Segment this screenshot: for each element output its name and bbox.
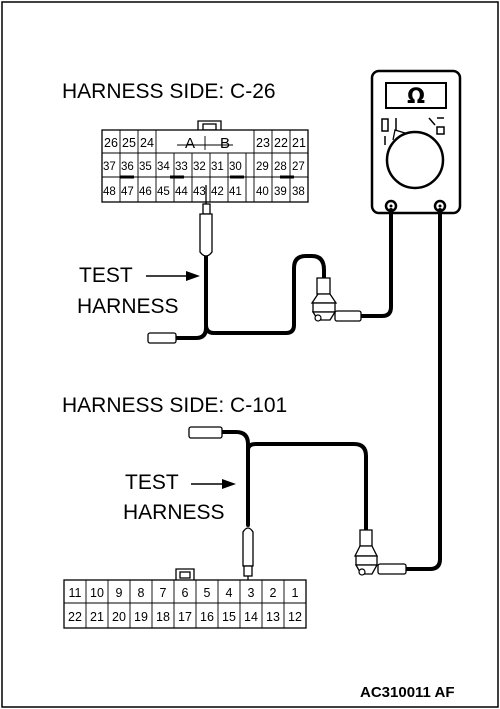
c101-pin: 7	[160, 586, 167, 600]
test-harness-2-wire	[220, 430, 250, 527]
c26-pin: 47	[121, 186, 134, 198]
multimeter-display	[385, 82, 447, 109]
c101-pin: 15	[222, 610, 236, 624]
c101-pin: 10	[90, 586, 104, 600]
test-harness-2-terminal	[188, 426, 223, 439]
multimeter: Ω	[370, 69, 462, 215]
figure-code: AC310011 AF	[360, 684, 455, 701]
c26-pin: 38	[292, 186, 305, 198]
c101-pin: 13	[266, 610, 280, 624]
c26-pin: 41	[229, 186, 242, 198]
c26-pin: 32	[193, 161, 206, 173]
c26-pin: 42	[211, 186, 224, 198]
meter-lead-com	[358, 208, 393, 318]
c101-pin: 14	[244, 610, 258, 624]
c101-pin: 2	[270, 586, 277, 600]
c101-pin: 8	[138, 586, 145, 600]
test-harness-1-probe	[199, 185, 213, 257]
c26-pin: 24	[140, 136, 154, 150]
c26-pin: 30	[229, 161, 242, 173]
c101-pin: 20	[112, 610, 126, 624]
alligator-clip-2	[353, 529, 407, 576]
c101-pin: 16	[200, 610, 214, 624]
test-harness-2-label-line2: HARNESS	[123, 501, 225, 524]
c26-pin: 36	[121, 161, 134, 173]
c26-pin: 35	[139, 161, 152, 173]
c26-pin: 39	[274, 186, 287, 198]
c26-pin: 44	[175, 186, 188, 198]
harness-side-c26-label: HARNESS SIDE: C-26	[62, 80, 276, 103]
c26-pin: 48	[103, 186, 116, 198]
c26-pin: 29	[256, 161, 269, 173]
c26-pin: 37	[103, 161, 116, 173]
test-harness-2-label-line1: TEST	[125, 471, 179, 494]
meter-lead-ohm	[403, 208, 442, 571]
test-harness-2-arrow	[191, 479, 236, 489]
c101-pin: 18	[156, 610, 170, 624]
c101-pin: 22	[68, 610, 82, 624]
c101-pin: 11	[69, 586, 82, 600]
c101-pin: 21	[90, 610, 104, 624]
c26-key-a: A	[185, 135, 195, 152]
ohm-symbol: Ω	[407, 84, 425, 108]
c26-pin: 45	[157, 186, 170, 198]
test-harness-1-label-line2: HARNESS	[77, 295, 179, 318]
c26-pin: 40	[256, 186, 269, 198]
connector-c101-body	[63, 579, 307, 629]
c101-pin: 4	[226, 586, 233, 600]
test-harness-1-wire	[204, 254, 326, 335]
c26-pin: 46	[139, 186, 152, 198]
c26-pin: 43	[193, 186, 206, 198]
c26-pin: 31	[211, 161, 224, 173]
c26-pin: 34	[157, 161, 170, 173]
test-harness-2-probe	[242, 527, 254, 590]
wires	[175, 208, 442, 571]
connector-c26: A B 26 25 24 23 22 21 37 36 35 34 33 32 …	[101, 120, 309, 203]
test-harness-1-terminal	[147, 332, 177, 344]
c26-pin: 25	[122, 136, 136, 150]
c101-pin: 19	[134, 610, 148, 624]
connector-c101: 11 10 9 8 7 6 5 4 3 2 1 22 21 20 19 18 1…	[63, 568, 307, 629]
c26-pin: 23	[256, 136, 270, 150]
c26-pin: 28	[274, 161, 287, 173]
c101-pin: 5	[204, 586, 211, 600]
c26-pin: 21	[292, 136, 306, 150]
c101-pin: 9	[116, 586, 123, 600]
c26-pin: 33	[175, 161, 188, 173]
c101-pin: 17	[178, 610, 192, 624]
multimeter-range-marks	[381, 117, 445, 145]
alligator-clip-1	[310, 277, 362, 322]
c26-pin: 27	[292, 161, 305, 173]
harness-side-c101-label: HARNESS SIDE: C-101	[62, 394, 287, 417]
c101-pin: 6	[182, 586, 189, 600]
c101-pin: 3	[248, 586, 255, 600]
test-harness-1-branch	[175, 326, 208, 340]
c26-pin: 26	[104, 136, 118, 150]
c26-pin: 22	[274, 136, 288, 150]
test-harness-1-label-line1: TEST	[79, 264, 133, 287]
test-harness-1-arrow	[146, 271, 200, 281]
test-harness-2-branch	[246, 442, 368, 534]
selector-dial	[385, 130, 445, 190]
c101-pin: 1	[292, 586, 299, 600]
c26-key-b: B	[220, 135, 230, 152]
c101-pin: 12	[288, 610, 302, 624]
